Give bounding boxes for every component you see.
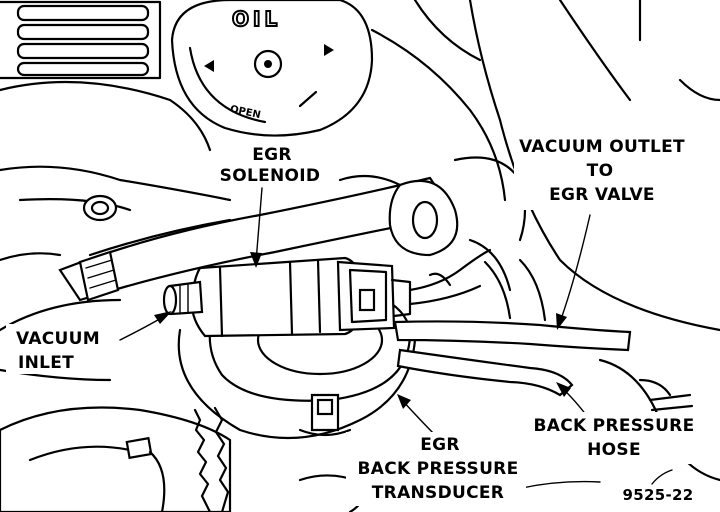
figure-number: 9525-22 <box>623 486 694 504</box>
label-back-pressure-hose-2: HOSE <box>587 440 641 460</box>
label-transducer-3: TRANSDUCER <box>372 483 504 503</box>
label-vacuum-outlet-3: EGR VALVE <box>549 185 655 205</box>
egr-solenoid <box>162 248 492 338</box>
label-transducer-1: EGR <box>420 435 460 455</box>
labels: EGR SOLENOID VACUUM OUTLET TO EGR VALVE … <box>6 134 706 506</box>
label-vacuum-outlet-1: VACUUM OUTLET <box>519 137 685 157</box>
cap-oil-text: OIL <box>232 7 281 31</box>
hoses-right <box>393 258 632 397</box>
label-vacuum-inlet-1: VACUUM <box>16 329 100 349</box>
label-transducer-2: BACK PRESSURE <box>358 459 519 479</box>
valve-cover-ribs <box>0 0 212 152</box>
label-egr-solenoid-2: SOLENOID <box>220 166 321 186</box>
lower-components <box>0 368 365 512</box>
label-egr-solenoid-1: EGR <box>252 145 292 165</box>
label-vacuum-outlet-2: TO <box>587 161 614 181</box>
label-back-pressure-hose-1: BACK PRESSURE <box>534 416 695 436</box>
label-vacuum-inlet-2: INLET <box>18 353 74 373</box>
oil-filler-cap: OIL OPEN <box>170 0 374 137</box>
